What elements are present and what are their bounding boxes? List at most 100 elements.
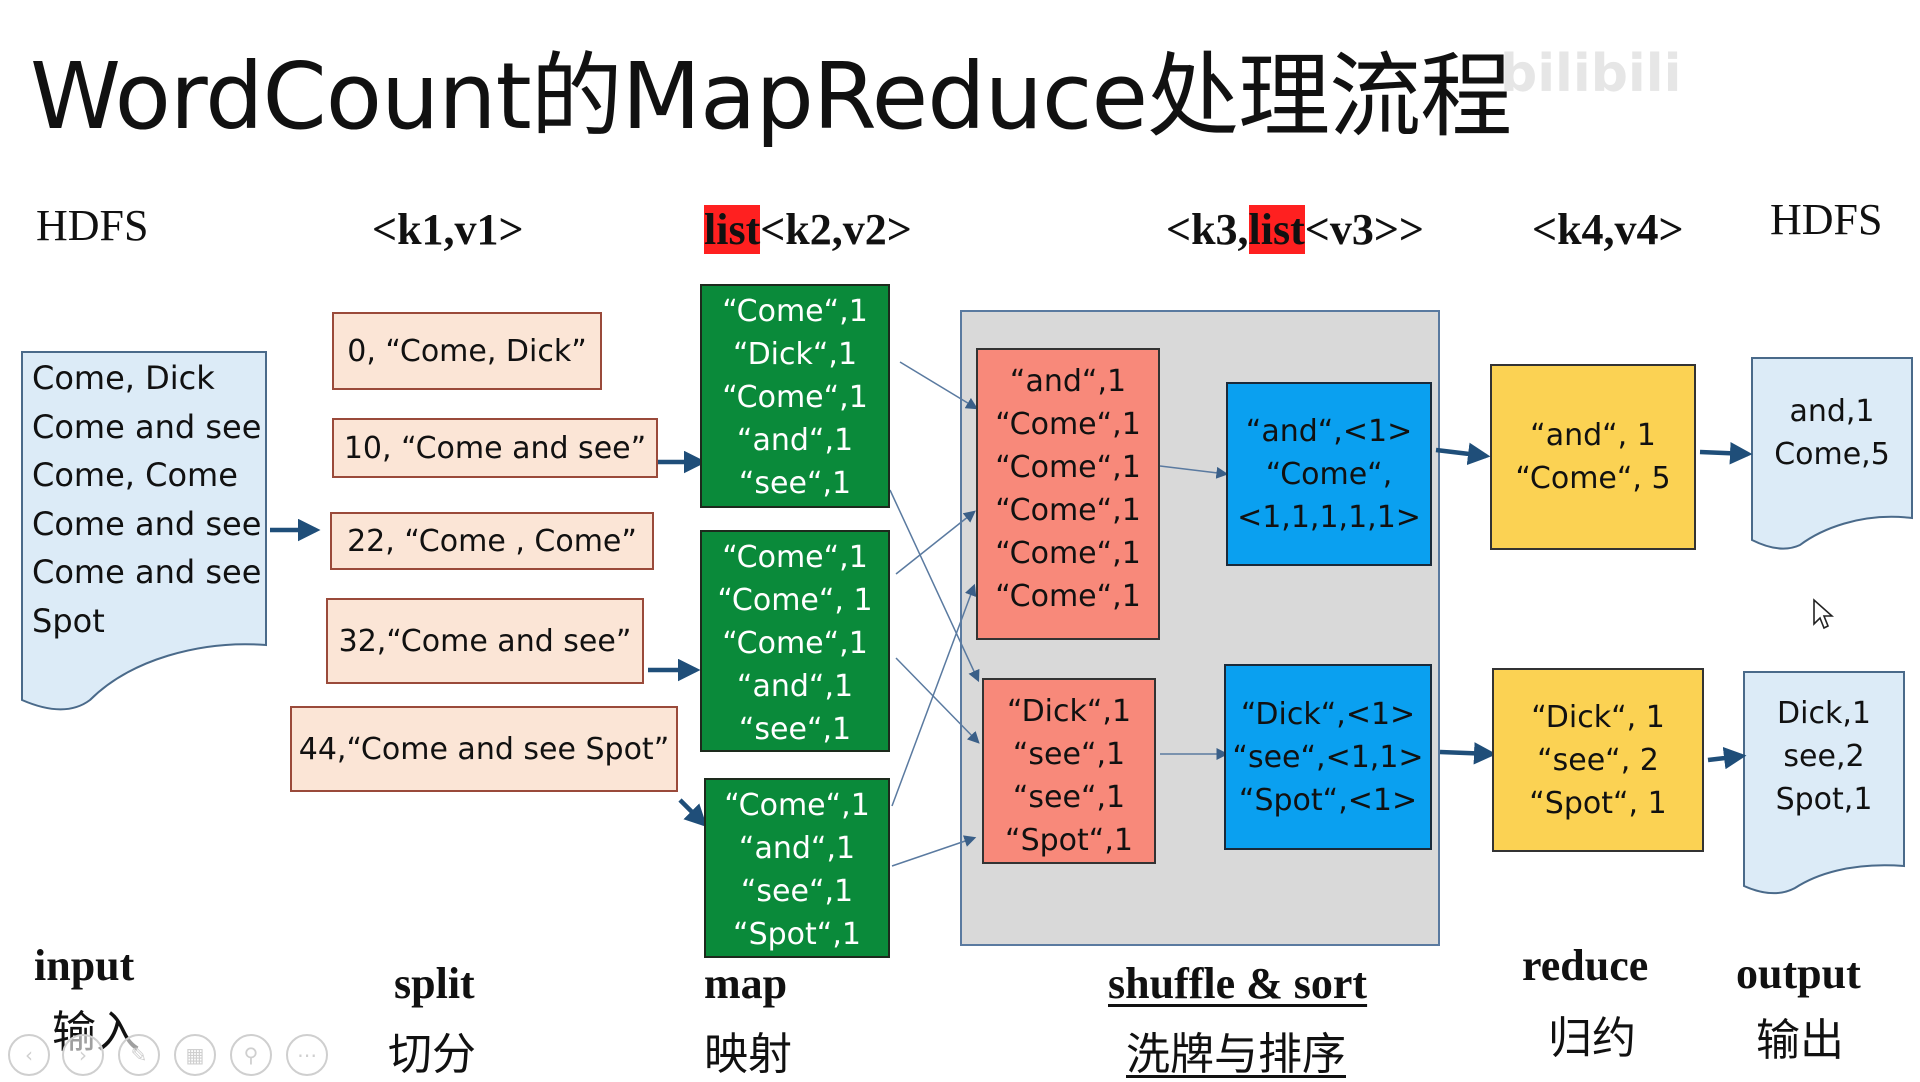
split-box: 0, “Come, Dick”	[332, 312, 602, 390]
grouped-box: “Dick“,<1> “see“,<1,1> “Spot“,<1>	[1224, 664, 1432, 850]
more-icon[interactable]: ⋯	[286, 1034, 328, 1076]
input-line: Spot	[32, 601, 105, 640]
k3-label: <k3,	[1166, 205, 1249, 254]
grouped-entry: <1,1,1,1,1>	[1237, 499, 1421, 535]
stage-label-map-zh: 映射	[704, 1029, 792, 1080]
header-k4v4: <k4,v4>	[1532, 205, 1684, 254]
header-hdfs-input: HDFS	[36, 201, 149, 250]
reduce-entry: “Come“, 5	[1515, 461, 1671, 496]
input-line: Come and see	[32, 553, 262, 591]
stage-label-map: map	[704, 959, 788, 1008]
kv-pair: “Come“,1	[995, 536, 1141, 571]
kv-pair: “Come“,1	[995, 493, 1141, 528]
zoom-icon[interactable]: ⚲	[230, 1034, 272, 1076]
kv-pair: “see“,1	[1012, 737, 1126, 772]
kv-pair: “Come“,1	[722, 540, 868, 575]
kv-pair: “Come“,1	[995, 450, 1141, 485]
reduce-entry: “see“, 2	[1537, 742, 1659, 778]
arrow-map2-to-shuffle1	[895, 510, 976, 575]
stage-label-reduce: reduce	[1522, 941, 1649, 990]
kv-pair: “see“,1	[1012, 780, 1126, 815]
reduce-entry: “and“, 1	[1530, 418, 1656, 453]
next-icon[interactable]: ›	[62, 1034, 104, 1076]
stage-label-input: input	[34, 941, 135, 990]
input-document: Come, Dick Come and see Come, Come Come …	[32, 354, 261, 645]
shuffle-box: “and“,1 “Come“,1 “Come“,1 “Come“,1 “Come…	[976, 348, 1160, 640]
arrow-group2-to-reduce2	[1439, 742, 1497, 765]
stage-label-shuffle-zh: 洗牌与排序	[1126, 1029, 1346, 1080]
kv-pair: “Come“,1	[722, 380, 868, 415]
pen-icon[interactable]: ✎	[118, 1034, 160, 1076]
reduce-entry: “Dick“, 1	[1531, 699, 1665, 735]
list-highlight: list	[704, 205, 761, 254]
stage-label-reduce-zh: 归约	[1548, 1013, 1636, 1064]
input-line: Come, Come	[32, 456, 238, 494]
split-box: 32,“Come and see”	[326, 598, 644, 684]
kv-pair: “Come“,1	[995, 579, 1141, 614]
kv-pair: “and“,1	[1009, 364, 1127, 399]
arrow-map3-to-shuffle1	[891, 583, 977, 807]
grouped-entry: “Dick“,<1>	[1240, 696, 1416, 732]
kv-pair: “and“,1	[736, 669, 854, 704]
header-list-k2v2: list<k2,v2>	[704, 204, 912, 255]
kv-pair: “Come“,1	[995, 407, 1141, 442]
bilibili-watermark: bilibili	[1500, 44, 1682, 104]
kv-pair: “see“,1	[738, 466, 852, 501]
output-line: see,2	[1783, 739, 1865, 774]
kv-pair: “see“,1	[740, 874, 854, 909]
prev-icon[interactable]: ‹	[8, 1034, 50, 1076]
grouped-entry: “Spot“,<1>	[1238, 782, 1418, 818]
output-line: Spot,1	[1775, 782, 1873, 817]
arrow-map3-to-shuffle2	[891, 835, 977, 867]
kv-pair: “Spot“,1	[733, 917, 861, 952]
output-document: Dick,1 see,2 Spot,1	[1744, 692, 1904, 821]
arrow-map1-to-shuffle1	[899, 361, 979, 410]
input-line: Come and see	[32, 407, 262, 446]
kv-pair: “Dick“,1	[732, 337, 858, 372]
grouped-entry: “Come“,	[1265, 456, 1393, 492]
grouped-entry: “and“,<1>	[1245, 413, 1413, 449]
kv-pair: “Dick“,1	[1006, 694, 1132, 729]
kv-pair: “and“,1	[738, 831, 856, 866]
split-box: 10, “Come and see”	[332, 418, 658, 478]
input-document-shape	[21, 351, 267, 711]
header-k3-list-v3: <k3,list<v3>>	[1166, 204, 1424, 255]
kv-pair: “Spot“,1	[1005, 823, 1133, 858]
kv-pair: “Come“,1	[722, 626, 868, 661]
v3-label: <v3>>	[1304, 205, 1424, 254]
kv-pair: “see“,1	[738, 712, 852, 747]
arrow-shuffle1-to-group1	[1159, 465, 1229, 479]
reduce-box: “and“, 1 “Come“, 5	[1490, 364, 1696, 550]
output-document-1-shape	[1751, 357, 1913, 550]
arrow-reduce1-to-output1	[1699, 442, 1753, 465]
kv-pair: “Come“,1	[724, 788, 870, 823]
map-output-box: “Come“,1 “Come“, 1 “Come“,1 “and“,1 “see…	[700, 530, 890, 752]
output-document-2-shape	[1743, 671, 1905, 894]
reduce-entry: “Spot“, 1	[1529, 785, 1667, 821]
list-highlight: list	[1248, 205, 1305, 254]
kv-pair: “Come“, 1	[717, 583, 873, 618]
kv-pair: “and“,1	[736, 423, 854, 458]
input-line: Come, Dick	[32, 359, 215, 397]
arrow-reduce2-to-output2	[1707, 746, 1747, 770]
output-document: and,1 Come,5	[1752, 390, 1912, 476]
header-hdfs-output: HDFS	[1770, 195, 1883, 244]
header-k1v1: <k1,v1>	[372, 205, 524, 254]
slides-icon[interactable]: ▦	[174, 1034, 216, 1076]
output-line: Dick,1	[1777, 696, 1871, 731]
kv-pair: “Come“,1	[722, 294, 868, 329]
arrow-group1-to-reduce1	[1435, 442, 1491, 466]
arrow-map2-to-shuffle2	[895, 657, 980, 744]
stage-label-split-zh: 切分	[388, 1029, 476, 1080]
arrow-split5-to-map3	[678, 798, 708, 828]
output-line: Come,5	[1774, 437, 1890, 472]
stage-label-split: split	[394, 959, 475, 1008]
split-box: 44,“Come and see Spot”	[290, 706, 678, 792]
arrow-map1-to-shuffle2	[889, 489, 980, 683]
reduce-box: “Dick“, 1 “see“, 2 “Spot“, 1	[1492, 668, 1704, 852]
input-line: Come and see	[32, 504, 262, 543]
grouped-box: “and“,<1> “Come“, <1,1,1,1,1>	[1226, 382, 1432, 566]
stage-label-shuffle: shuffle & sort	[1108, 959, 1368, 1008]
